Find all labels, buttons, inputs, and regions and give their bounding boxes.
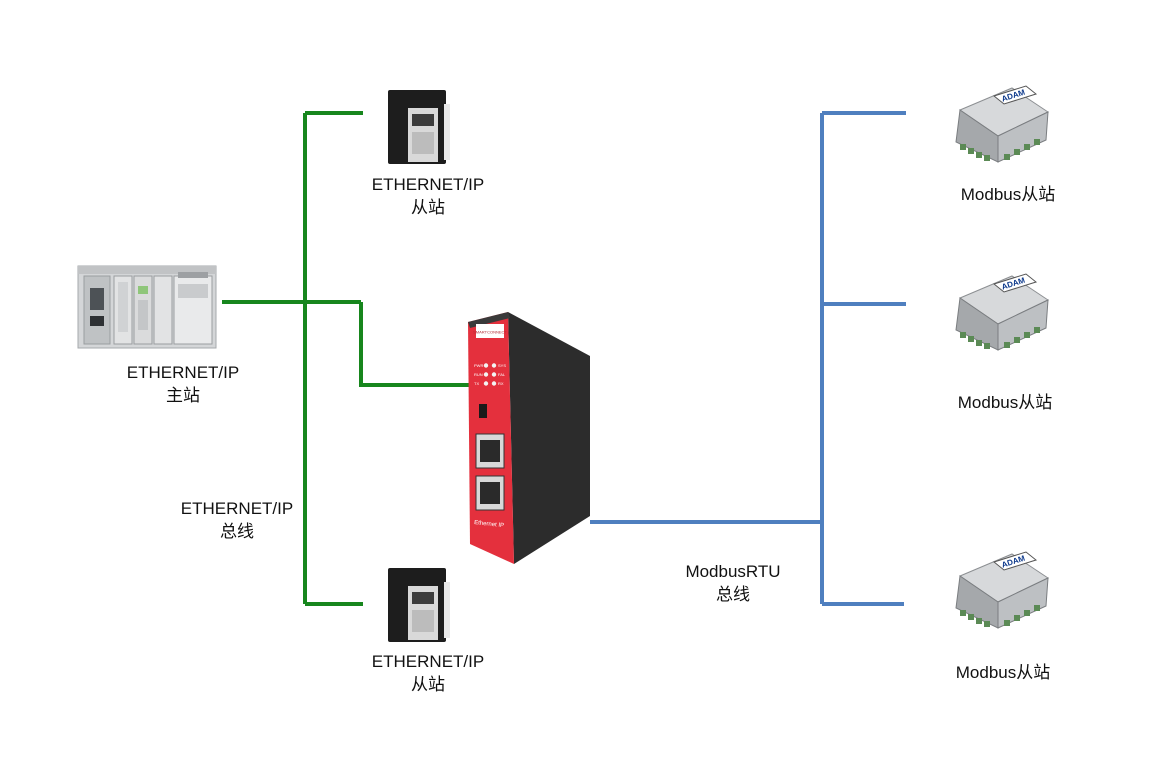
modbus-slave-1-device: ADAM	[955, 85, 1050, 163]
eip-slave-bottom-label-line1: ETHERNET/IP	[371, 652, 485, 671]
modbus-bus-label-line2: 总线	[716, 585, 750, 604]
modbus-bus-label: ModbusRTU 总线	[663, 560, 803, 606]
led-label-right-2: FAL	[498, 372, 506, 377]
eip-slave-top-label-line1: ETHERNET/IP	[371, 175, 485, 194]
led-indicator	[483, 372, 489, 377]
eip-slave-top-label: ETHERNET/IP 从站	[363, 173, 493, 219]
eip-slave-bottom-label: ETHERNET/IP 从站	[363, 650, 493, 696]
ethernet-ip-slave-bottom-device	[388, 568, 450, 642]
led-indicator	[491, 381, 497, 386]
eip-bus-label-line2: 总线	[220, 522, 254, 541]
gateway-side-label: Ethernet IP	[474, 520, 504, 529]
led-label-right-1: SYS	[498, 363, 506, 368]
modbus-slave-1-label: Modbus从站	[960, 185, 1056, 204]
modbus-rtu-bus	[590, 111, 906, 606]
eip-bus-label: ETHERNET/IP 总线	[172, 497, 302, 543]
led-label-left-1: PWR	[474, 363, 483, 368]
plc-master-device	[77, 265, 217, 349]
ethernet-port-2	[475, 475, 505, 511]
modbus-bus-label-line1: ModbusRTU	[685, 562, 781, 581]
ethernet-ip-slave-top-device	[388, 90, 450, 164]
led-label-right-3: RX	[498, 381, 504, 386]
modbus-slave-3-device: ADAM	[955, 551, 1050, 629]
gateway-brand-text: SMARTCONNECT	[473, 330, 507, 335]
eip-slave-top-label-line2: 从站	[411, 198, 445, 217]
gateway-brand-badge	[476, 324, 504, 338]
ethernet-ip-bus	[222, 111, 474, 606]
led-indicator	[483, 381, 489, 386]
modbus-slave-3-label: Modbus从站	[955, 663, 1051, 682]
modbus-slave-2-device: ADAM	[955, 273, 1050, 351]
master-label-line2: 主站	[166, 386, 200, 405]
eip-branch-gateway	[359, 302, 474, 387]
protocol-gateway-device: SMARTCONNECT PWR RUN TX SYS FAL RX Ether…	[468, 312, 590, 564]
modbus-slave-2-label: Modbus从站	[957, 393, 1053, 412]
led-label-left-3: TX	[474, 381, 479, 386]
ethernet-port-1	[475, 433, 505, 469]
led-indicator	[491, 372, 497, 377]
eip-bus-label-line1: ETHERNET/IP	[180, 499, 294, 518]
master-label-line1: ETHERNET/IP	[126, 363, 240, 382]
master-label: ETHERNET/IP 主站	[118, 361, 248, 407]
led-label-left-2: RUN	[474, 372, 483, 377]
eip-slave-bottom-label-line2: 从站	[411, 675, 445, 694]
led-indicator	[483, 363, 489, 368]
usb-port	[479, 404, 487, 418]
led-indicator	[491, 363, 497, 368]
